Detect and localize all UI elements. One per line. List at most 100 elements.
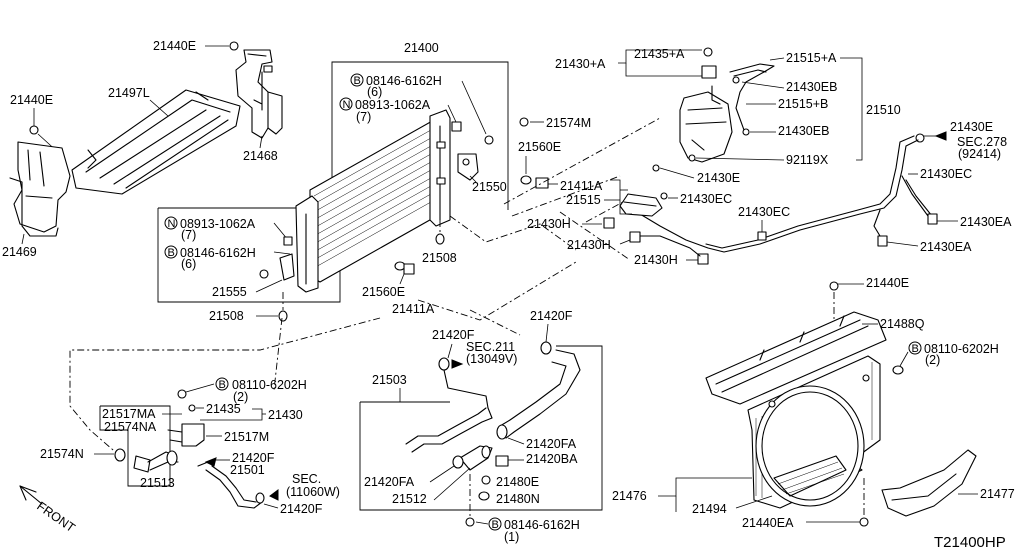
label-21400: 21400 (404, 41, 439, 55)
svg-text:B: B (492, 519, 499, 531)
label-21503: 21503 (372, 373, 407, 387)
label-08110-right: 08110-6202H (924, 342, 999, 356)
radiator-group: 21400 B 08146-6162H (6) N 08913-1062A (7… (157, 41, 603, 323)
label-21560E-upper: 21560E (518, 140, 561, 154)
label-21420FA-right: 21420FA (526, 437, 577, 451)
label-21430EB-upper: 21430EB (786, 80, 837, 94)
label-21550: 21550 (472, 180, 507, 194)
label-21435A: 21435+A (634, 47, 685, 61)
bolt-21440E-top (229, 41, 239, 51)
reservoir-group: 21430+A 21435+A 21515+A 21430EB 21515+B … (555, 47, 901, 185)
air-guide-group: 21440E 21468 21497L 21440E 21469 (2, 39, 283, 259)
label-21515B: 21515+B (778, 97, 828, 111)
label-21469: 21469 (2, 245, 37, 259)
label-21440EA: 21440EA (742, 516, 794, 530)
label-08110-right-qty: (2) (925, 353, 940, 367)
label-08913-left: 08913-1062A (180, 217, 256, 231)
svg-text:B: B (219, 379, 226, 391)
label-21517MA: 21517MA (102, 407, 156, 421)
label-21440E-left: 21440E (10, 93, 53, 107)
label-front: FRONT (34, 499, 78, 535)
label-21430EC-right: 21430EC (920, 167, 972, 181)
label-21497L: 21497L (108, 86, 150, 100)
label-21430H-c: 21430H (634, 253, 678, 267)
tube-21515 (619, 193, 663, 217)
label-21555: 21555 (212, 285, 247, 299)
lower-hose-center-group: 21420F 21420F 21503 SEC.211 (13049V) 214… (359, 309, 603, 544)
label-sec110-sub: (11060W) (286, 485, 340, 499)
label-21508-left: 21508 (209, 309, 244, 323)
lower-air-guide-21469 (13, 141, 71, 233)
hose-21515A (729, 63, 775, 131)
label-21515A: 21515+A (786, 51, 837, 65)
overflow-hose-group: 21430E SEC.278 (92414) 21430EC 21430EA 2… (527, 120, 1012, 267)
label-21430EA-upper: 21430EA (960, 215, 1012, 229)
svg-text:B: B (912, 343, 919, 355)
label-08146-top-qty: (6) (367, 85, 382, 99)
label-08146-bottom-qty: (1) (504, 530, 519, 544)
label-08110-left-qty: (2) (233, 390, 248, 404)
clip-21574M (519, 117, 529, 127)
hose-21503 (405, 407, 487, 445)
hose-21501 (205, 469, 263, 509)
reservoir-tank-21510 (679, 91, 733, 163)
label-21515: 21515 (566, 193, 601, 207)
label-21477: 21477 (980, 487, 1015, 501)
label-21420F-bottom: 21420F (280, 502, 323, 516)
label-21430H-b: 21430H (567, 238, 611, 252)
label-21430EA-lower: 21430EA (920, 240, 972, 254)
label-21494: 21494 (692, 502, 727, 516)
label-sec110: SEC. (292, 472, 321, 486)
lower-hose-left-group: B 08110-6202H (2) 21517MA 21574NA 21435 … (19, 377, 340, 535)
label-08913-left-qty: (7) (181, 228, 196, 242)
svg-text:N: N (343, 99, 351, 111)
label-sec211-sub: (13049V) (466, 352, 517, 366)
label-21411A-lower: 21411A (392, 302, 435, 316)
label-21420F-top: 21420F (432, 328, 475, 342)
label-21430EC-mid: 21430EC (680, 192, 732, 206)
label-21574N: 21574N (40, 447, 84, 461)
clip-21430H-c (697, 253, 709, 265)
label-21574M: 21574M (546, 116, 591, 130)
mount-21560E-upper (520, 175, 532, 185)
drain-21508-left (278, 310, 288, 322)
clip-21430EA-upper (927, 213, 938, 225)
label-21430EB-lower: 21430EB (778, 124, 829, 138)
label-21411A-upper: 21411A (560, 179, 603, 193)
label-21420F-right: 21420F (530, 309, 573, 323)
label-21512: 21512 (392, 492, 427, 506)
label-08913-top-qty: (7) (356, 110, 371, 124)
joint-21513 (181, 423, 205, 447)
label-21430: 21430 (268, 408, 303, 422)
nut-08913-top (451, 121, 462, 132)
label-21435: 21435 (206, 402, 241, 416)
label-08146-left-qty: (6) (181, 257, 196, 271)
label-21420BA: 21420BA (526, 452, 578, 466)
label-21480E: 21480E (496, 475, 539, 489)
label-21513: 21513 (140, 476, 175, 490)
cap-21430A (701, 65, 717, 79)
hose-21420FA (505, 349, 581, 439)
bolt-21411A-upper (535, 177, 549, 189)
nut-08913-left (283, 236, 293, 246)
label-21488Q: 21488Q (880, 317, 925, 331)
label-21480N: 21480N (496, 492, 540, 506)
clip-21430EA-lower (877, 235, 888, 247)
bracket-21555 (279, 253, 295, 281)
side-air-guide-21468 (235, 49, 273, 139)
label-08146-top: 08146-6162H (366, 74, 442, 88)
bracket-21550 (457, 153, 479, 181)
label-21430EC-low: 21430EC (738, 205, 790, 219)
svg-text:N: N (168, 218, 176, 230)
label-08146-bottom: 08146-6162H (504, 518, 580, 532)
label-21468: 21468 (243, 149, 278, 163)
diagram-code: T21400HP (934, 534, 1006, 551)
label-21501: 21501 (230, 463, 265, 477)
label-21508-right: 21508 (422, 251, 457, 265)
label-21476: 21476 (612, 489, 647, 503)
clamp-21574N (114, 448, 126, 462)
label-21560E-lower: 21560E (362, 285, 405, 299)
label-21440E-shroud: 21440E (866, 276, 909, 290)
fan-shroud-group: 21440E 21488Q B 08110-6202H (2) 21476 21… (612, 276, 1015, 530)
